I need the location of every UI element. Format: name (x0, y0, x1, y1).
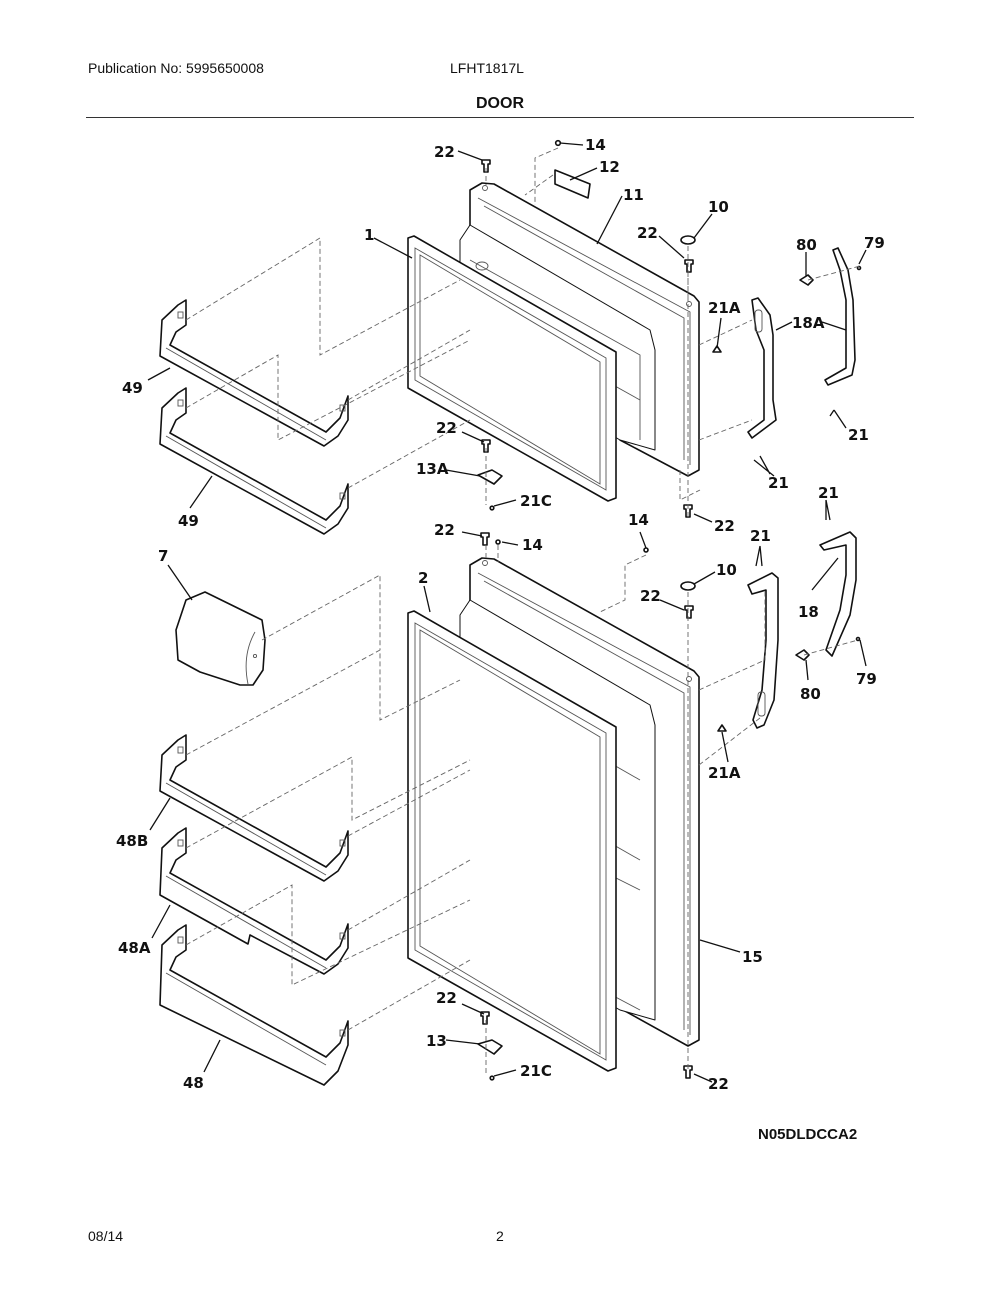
callout-leader-lines (147, 142, 867, 1083)
callout-10: 10 (716, 561, 737, 579)
callout-21: 21 (750, 527, 771, 545)
callout-21C: 21C (520, 492, 552, 510)
callout-22: 22 (436, 989, 457, 1007)
callout-13: 13 (426, 1032, 447, 1050)
callout-14: 14 (628, 511, 649, 529)
callout-22: 22 (714, 517, 735, 535)
freezer-door-gasket (407, 235, 617, 502)
callout-21A: 21A (708, 764, 741, 782)
door-shelf-48 (159, 924, 349, 1086)
model-number: LFHT1817L (450, 60, 524, 76)
callout-13A: 13A (416, 460, 449, 478)
callout-12: 12 (599, 158, 620, 176)
freezer-shelf-lower (159, 387, 349, 535)
callout-48A: 48A (118, 939, 151, 957)
section-title: DOOR (476, 95, 524, 112)
callout-22: 22 (637, 224, 658, 242)
door-shelf-48A (159, 827, 349, 975)
callout-80: 80 (796, 236, 817, 254)
callout-18A: 18A (792, 314, 825, 332)
callout-22: 22 (434, 521, 455, 539)
callout-22: 22 (708, 1075, 729, 1093)
callout-2: 2 (418, 569, 428, 587)
callout-22: 22 (436, 419, 457, 437)
diagram-code: N05DLDCCA2 (758, 1126, 858, 1143)
callout-79: 79 (856, 670, 877, 688)
freezer-handle-rear (824, 247, 856, 386)
door-shelf-48B (159, 734, 349, 882)
assembly-guide-lines (185, 147, 861, 1076)
callout-49: 49 (178, 512, 199, 530)
hardware-parts (477, 139, 862, 1081)
freezer-handle-front (747, 297, 777, 439)
callout-21: 21 (848, 426, 869, 444)
page-number: 2 (496, 1228, 504, 1244)
callout-49: 49 (122, 379, 143, 397)
callout-10: 10 (708, 198, 729, 216)
callout-80: 80 (800, 685, 821, 703)
callout-79: 79 (864, 234, 885, 252)
fresh-food-door-gasket (407, 610, 617, 1072)
header-divider (86, 117, 914, 118)
callout-18: 18 (798, 603, 819, 621)
fresh-food-handle-rear (819, 531, 857, 657)
callout-14: 14 (585, 136, 606, 154)
callout-1: 1 (364, 226, 374, 244)
publication-number: Publication No: 5995650008 (88, 60, 264, 76)
callout-48: 48 (183, 1074, 204, 1092)
callout-21: 21 (768, 474, 789, 492)
freezer-shelf-upper (159, 299, 349, 447)
fresh-food-handle-front (747, 572, 779, 729)
footer-date: 08/14 (88, 1228, 124, 1244)
callout-48B: 48B (116, 832, 148, 850)
callout-21A: 21A (708, 299, 741, 317)
callout-labels: 22 14 12 11 10 22 1 80 79 21A 18A 49 21 … (116, 136, 885, 1093)
callout-14: 14 (522, 536, 543, 554)
callout-21C: 21C (520, 1062, 552, 1080)
dairy-door-cover (175, 591, 266, 686)
callout-22: 22 (640, 587, 661, 605)
callout-11: 11 (623, 186, 644, 204)
callout-21: 21 (818, 484, 839, 502)
callout-22: 22 (434, 143, 455, 161)
callout-7: 7 (158, 547, 168, 565)
callout-15: 15 (742, 948, 763, 966)
